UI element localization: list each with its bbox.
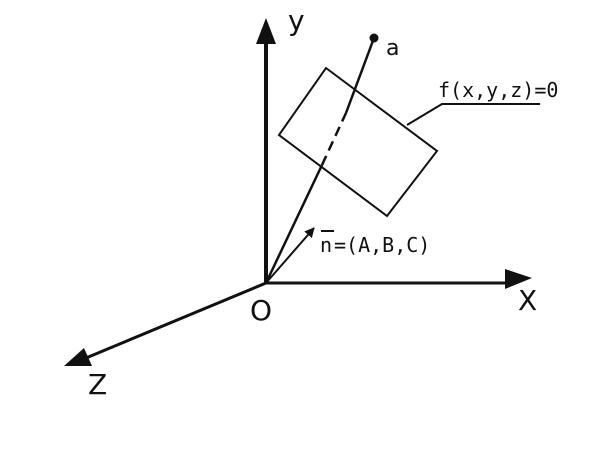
x-axis-arrowhead xyxy=(505,269,532,289)
z-axis-label: Z xyxy=(88,368,107,401)
origin-to-point-line-upper xyxy=(344,37,376,114)
point-a-dot xyxy=(369,33,379,43)
origin-label: O xyxy=(250,294,272,327)
y-axis-label: y xyxy=(288,4,305,37)
normal-components-label: =(A,B,C) xyxy=(334,233,430,257)
z-axis xyxy=(85,281,267,360)
normal-symbol: n xyxy=(320,233,332,257)
point-a-label: a xyxy=(386,36,399,61)
z-axis-arrowhead xyxy=(64,348,92,366)
surface-leader-line xyxy=(406,103,540,126)
normal-vector xyxy=(265,227,315,284)
y-axis-arrowhead xyxy=(256,18,276,44)
x-axis-label: X xyxy=(518,284,537,317)
plane-rectangle xyxy=(277,66,439,218)
surface-equation-label: f(x,y,z)=0 xyxy=(438,78,558,102)
origin-to-point-line-lower xyxy=(264,164,324,284)
origin-to-point-line-hidden xyxy=(320,112,348,166)
